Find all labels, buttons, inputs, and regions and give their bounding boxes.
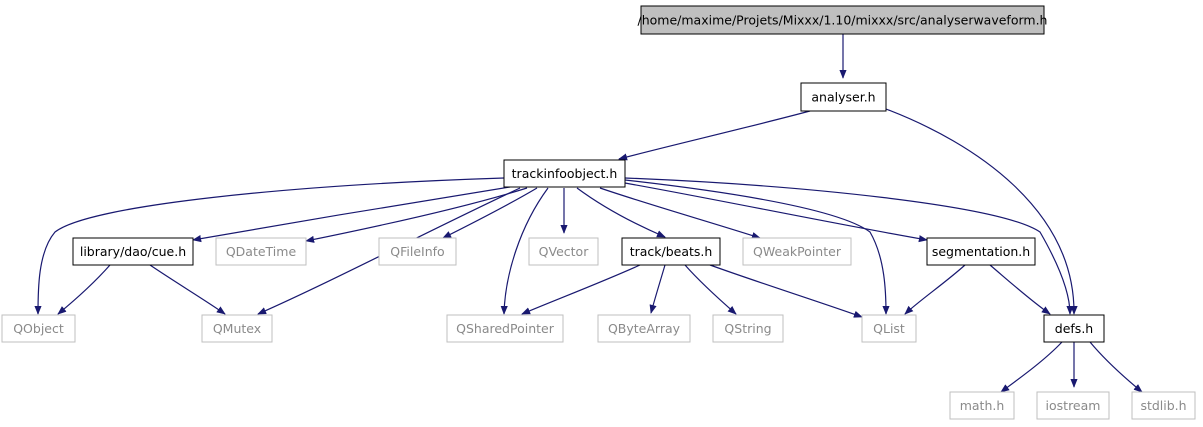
edge-trackinfo-to-qdatetime [305, 187, 528, 243]
edge-beats-to-qstring [684, 264, 737, 315]
node-stdlib[interactable]: stdlib.h [1131, 391, 1196, 420]
node-box[interactable] [800, 82, 887, 112]
node-box[interactable] [949, 391, 1015, 420]
edge-cue-to-qmutex [149, 264, 226, 315]
node-label: QWeakPointer [753, 244, 842, 259]
node-label: QObject [13, 321, 64, 336]
node-label: segmentation.h [932, 244, 1030, 259]
node-box[interactable] [742, 237, 852, 266]
node-qdatetime[interactable]: QDateTime [215, 237, 307, 266]
node-label: QByteArray [608, 321, 681, 336]
node-box[interactable] [597, 314, 691, 343]
node-trackinfo[interactable]: trackinfoobject.h [503, 159, 626, 188]
edge-beats-to-qbytearray [649, 264, 666, 314]
node-defs[interactable]: defs.h [1043, 314, 1105, 343]
edge-beats-to-qsharedpointer [521, 264, 641, 315]
node-label: QFileInfo [390, 244, 444, 259]
edge-trackinfo-to-qweakpointer [599, 187, 761, 239]
edge-trackinfo-to-cue [192, 186, 511, 243]
node-box[interactable] [621, 237, 721, 266]
node-cue[interactable]: library/dao/cue.h [72, 237, 194, 266]
edge-trackinfo-to-qfileinfo [442, 187, 538, 239]
node-box[interactable] [926, 237, 1036, 266]
node-label: QString [724, 321, 771, 336]
node-box[interactable] [861, 314, 917, 343]
node-label: QMutex [213, 321, 261, 336]
node-segmentation[interactable]: segmentation.h [926, 237, 1036, 266]
node-qmutex[interactable]: QMutex [201, 314, 273, 343]
edge-trackinfo-to-segmentation [624, 182, 928, 243]
node-label: /home/maxime/Projets/Mixxx/1.10/mixxx/sr… [638, 13, 1048, 28]
node-label: trackinfoobject.h [512, 166, 618, 181]
node-qobject[interactable]: QObject [1, 314, 76, 343]
node-box[interactable] [503, 159, 626, 188]
node-label: defs.h [1055, 321, 1093, 336]
node-label: math.h [960, 398, 1005, 413]
node-math[interactable]: math.h [949, 391, 1015, 420]
edge-segmentation-to-qlist [904, 264, 966, 315]
node-label: QVector [539, 244, 590, 259]
node-box[interactable] [215, 237, 307, 266]
edge-defs-to-stdlib [1089, 341, 1143, 393]
node-label: track/beats.h [630, 244, 713, 259]
node-qlist[interactable]: QList [861, 314, 917, 343]
edge-analyser-to-defs [885, 108, 1078, 315]
edge-trackinfo-to-qlist [624, 179, 890, 315]
node-qfileinfo[interactable]: QFileInfo [378, 237, 457, 266]
node-qbytearray[interactable]: QByteArray [597, 314, 691, 343]
node-box[interactable] [1036, 391, 1110, 420]
edge-cue-to-qobject [57, 264, 111, 315]
node-label: stdlib.h [1140, 398, 1186, 413]
node-box[interactable] [201, 314, 273, 343]
node-qvector[interactable]: QVector [528, 237, 599, 266]
node-box[interactable] [72, 237, 194, 266]
node-box[interactable] [1131, 391, 1196, 420]
node-root[interactable]: /home/maxime/Projets/Mixxx/1.10/mixxx/sr… [638, 5, 1048, 35]
edge-trackinfo-to-defs [624, 177, 1074, 315]
edge-analyser-to-trackinfo [618, 110, 811, 161]
node-box[interactable] [378, 237, 457, 266]
edge-defs-to-math [1000, 341, 1063, 393]
node-box[interactable] [1, 314, 76, 343]
node-iostream[interactable]: iostream [1036, 391, 1110, 420]
node-box[interactable] [446, 314, 564, 343]
node-box[interactable] [640, 5, 1045, 35]
edge-beats-to-qlist [709, 264, 863, 318]
node-label: library/dao/cue.h [80, 244, 186, 259]
edge-trackinfo-to-qobject [34, 177, 505, 315]
node-qsharedpointer[interactable]: QSharedPointer [446, 314, 564, 343]
edge-trackinfo-to-qsharedpointer [500, 187, 549, 315]
node-box[interactable] [528, 237, 599, 266]
edge-trackinfo-to-beats [576, 187, 666, 238]
node-box[interactable] [712, 314, 784, 343]
node-qweakpointer[interactable]: QWeakPointer [742, 237, 852, 266]
node-analyser[interactable]: analyser.h [800, 82, 887, 112]
node-label: analyser.h [811, 90, 875, 105]
node-qstring[interactable]: QString [712, 314, 784, 343]
edge-segmentation-to-defs [989, 264, 1051, 315]
node-label: QDateTime [226, 244, 297, 259]
node-beats[interactable]: track/beats.h [621, 237, 721, 266]
node-label: QSharedPointer [456, 321, 555, 336]
node-box[interactable] [1043, 314, 1105, 343]
node-label: QList [873, 321, 905, 336]
node-label: iostream [1046, 398, 1101, 413]
nodes: /home/maxime/Projets/Mixxx/1.10/mixxx/sr… [1, 5, 1196, 420]
